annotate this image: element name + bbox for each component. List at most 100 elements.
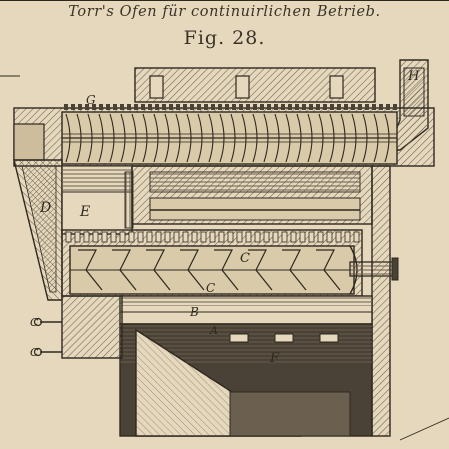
tooth [200, 231, 207, 243]
screw-flight [76, 113, 82, 163]
tooth [326, 231, 333, 243]
tooth [92, 231, 99, 243]
screw-flight [109, 113, 115, 163]
screw-flight [180, 249, 205, 291]
tooth [254, 231, 261, 243]
tooth [134, 104, 138, 110]
tooth [173, 231, 180, 243]
screw-flight [153, 113, 159, 163]
label-C-drum: C [240, 251, 250, 266]
tooth [218, 231, 225, 243]
figure-label: Fig. 28. [183, 27, 266, 49]
tooth [236, 231, 243, 243]
tooth [218, 104, 222, 110]
screw-flight [65, 113, 71, 163]
left-lower-block [33, 295, 123, 359]
tooth [155, 104, 159, 110]
screw-flight [307, 113, 313, 163]
label-pipe-upper: C [30, 316, 39, 329]
tooth [308, 231, 315, 243]
tooth [106, 104, 110, 110]
label-F: F [269, 351, 280, 366]
tooth [232, 104, 236, 110]
tooth [290, 231, 297, 243]
tooth [162, 104, 166, 110]
tooth [176, 104, 180, 110]
tooth [260, 104, 264, 110]
stray-line [399, 417, 449, 441]
tooth [99, 104, 103, 110]
tooth [113, 104, 117, 110]
tooth [274, 104, 278, 110]
tooth [92, 104, 96, 110]
tooth [191, 231, 198, 243]
tooth [344, 231, 351, 243]
tooth [379, 104, 383, 110]
label-A: A [209, 324, 218, 337]
screw-flight [285, 113, 291, 163]
label-D: D [39, 200, 51, 216]
tooth [211, 104, 215, 110]
tooth [253, 104, 257, 110]
tooth [78, 104, 82, 110]
tooth [169, 104, 173, 110]
tooth [344, 104, 348, 110]
tooth [146, 231, 153, 243]
tooth [323, 104, 327, 110]
tooth [209, 231, 216, 243]
screw-flight [318, 113, 324, 163]
tooth [299, 231, 306, 243]
screw-flight [219, 113, 225, 163]
upper-teeth [64, 104, 397, 110]
tooth [245, 231, 252, 243]
screw-flight [373, 113, 379, 163]
tooth [351, 104, 355, 110]
tooth [316, 104, 320, 110]
screw-flight [164, 113, 170, 163]
lower-screw-flights [78, 249, 341, 291]
tooth [71, 104, 75, 110]
screw-flight [282, 249, 307, 291]
tooth [393, 104, 397, 110]
tooth [101, 231, 108, 243]
screw-flight [384, 113, 390, 163]
screw-flight [274, 113, 280, 163]
tooth [227, 231, 234, 243]
screw-flight [131, 113, 137, 163]
tooth [225, 104, 229, 110]
tooth [281, 231, 288, 243]
tooth [65, 231, 72, 243]
screw-flight [241, 113, 247, 163]
screw-flight [78, 249, 103, 291]
tooth [263, 231, 270, 243]
tooth [353, 231, 360, 243]
tooth [74, 231, 81, 243]
tooth [119, 231, 126, 243]
right-wall [371, 165, 391, 437]
screw-flight [329, 113, 335, 163]
tooth [317, 231, 324, 243]
tooth [164, 231, 171, 243]
label-H: H [407, 69, 420, 84]
tooth [128, 231, 135, 243]
tooth [267, 104, 271, 110]
tooth [197, 104, 201, 110]
screw-flight [214, 249, 239, 291]
screw-flight [98, 113, 104, 163]
grate-B [119, 295, 373, 325]
screw-flight [263, 113, 269, 163]
tooth [141, 104, 145, 110]
screw-flight [112, 249, 137, 291]
central-column [131, 165, 373, 225]
tooth [337, 104, 341, 110]
tooth [148, 104, 152, 110]
screw-flight [197, 113, 203, 163]
chamber-E [61, 165, 133, 235]
screw-flight [248, 249, 273, 291]
upper-screw-flights [65, 113, 390, 163]
firebox-F [119, 323, 373, 437]
label-B: B [189, 305, 199, 319]
plate-caption: Torr's Ofen für continuirlichen Betrieb. [68, 4, 381, 20]
